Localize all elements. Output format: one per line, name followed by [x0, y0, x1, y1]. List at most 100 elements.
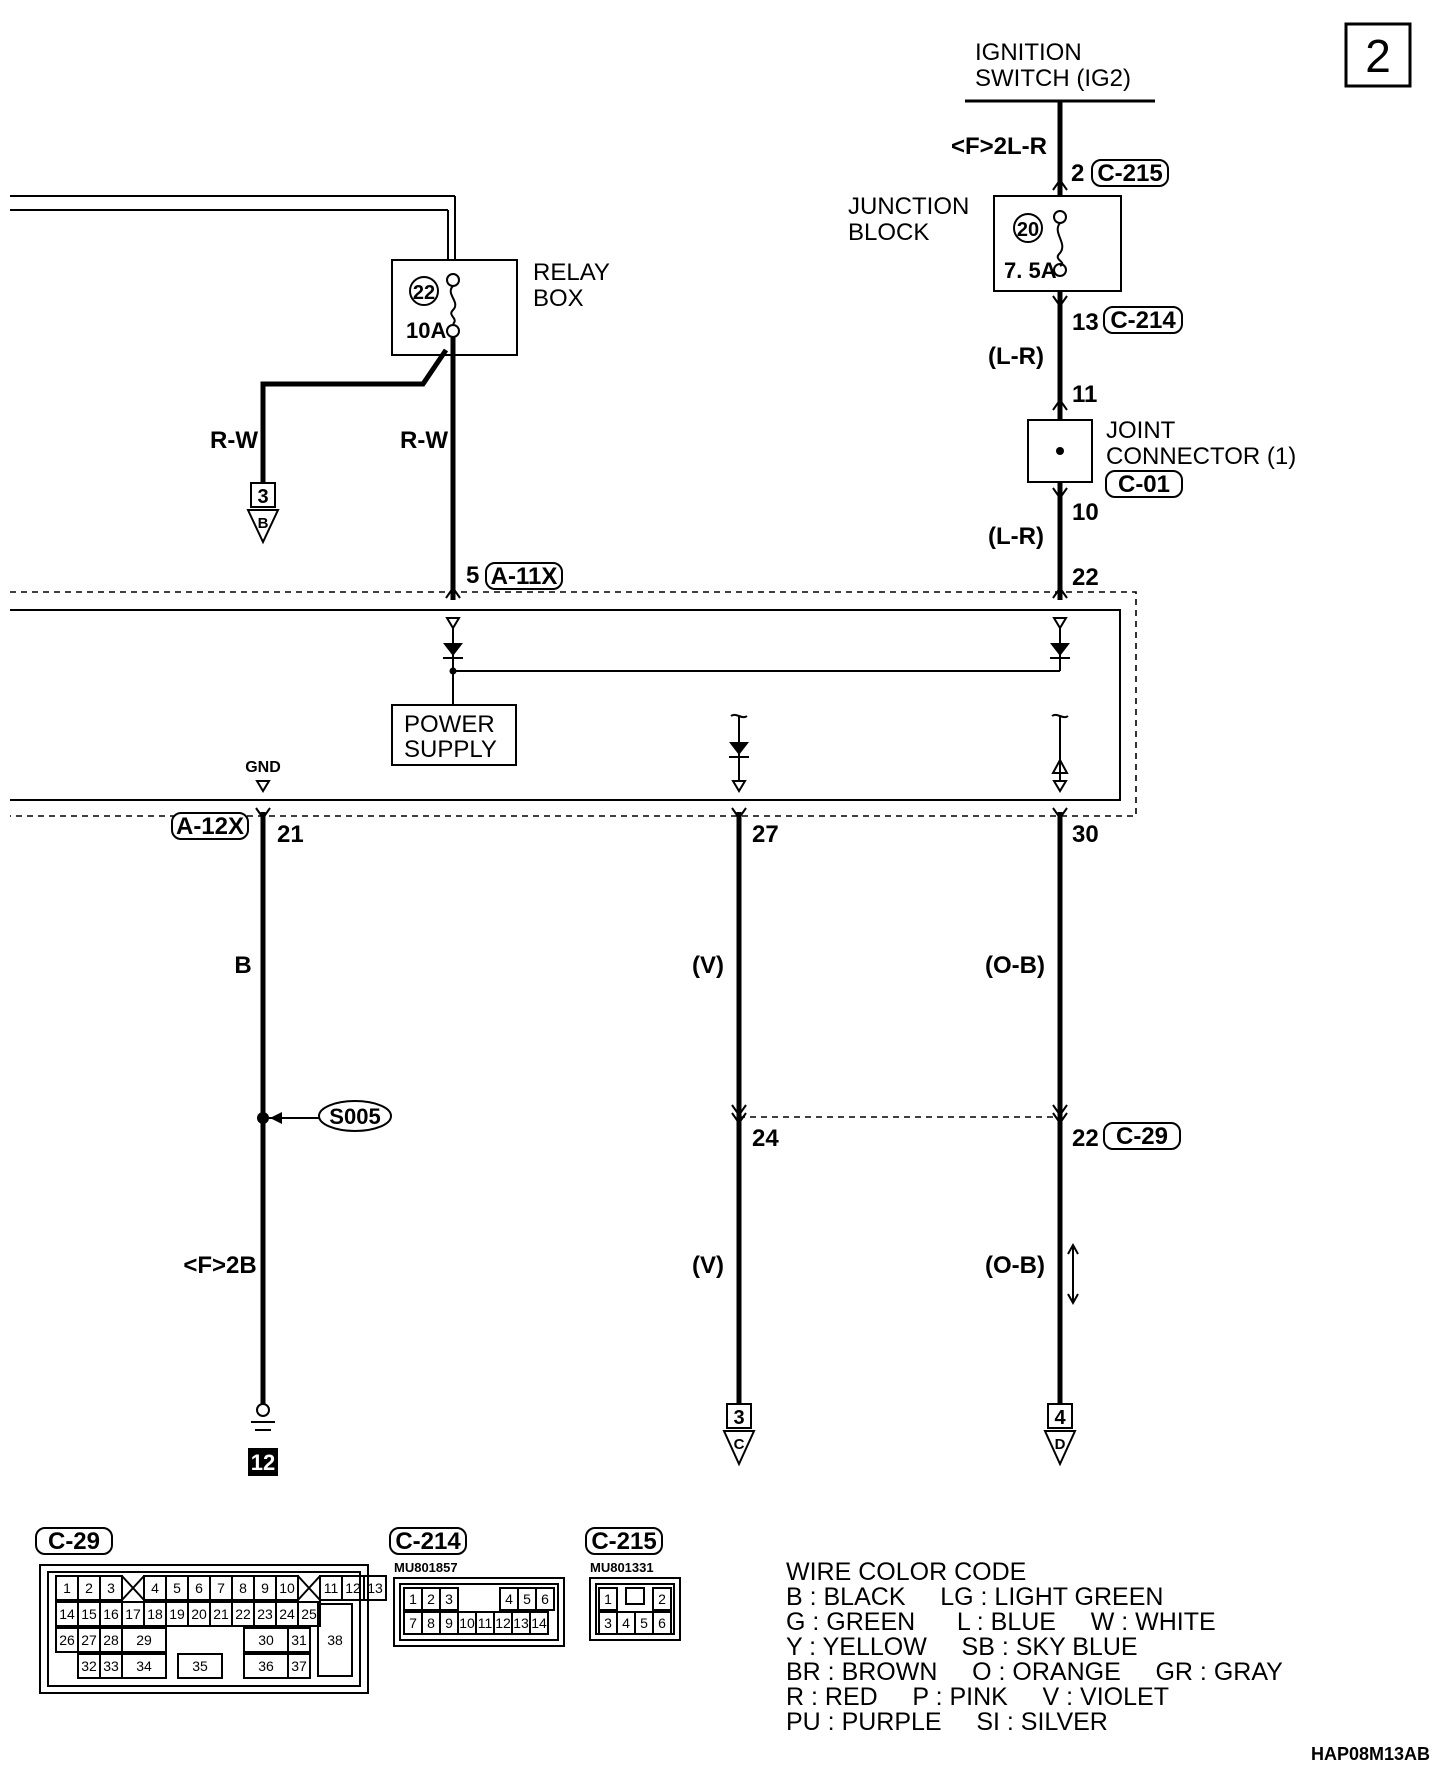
relay-fuse-element — [449, 285, 457, 325]
wire-label-ob-upper: (O-B) — [985, 952, 1045, 979]
pin-joint-out: 10 — [1072, 499, 1099, 526]
off-page-b-letter: B — [258, 515, 269, 532]
c29-pin-21-label: 21 — [213, 1606, 229, 1622]
connector-ref-a12x: A-12X — [176, 813, 244, 840]
off-page-b-number: 3 — [257, 486, 268, 508]
sheet-number: 2 — [1365, 30, 1391, 82]
diode-v — [729, 742, 749, 755]
connector-ref-c215: C-215 — [1097, 160, 1162, 187]
relay-fuse-number: 22 — [413, 282, 435, 304]
c29-pin-34-cell — [121, 1653, 167, 1679]
c29-pin-8-label: 8 — [239, 1580, 247, 1596]
wire-label-ob-lower: (O-B) — [985, 1252, 1045, 1279]
power-supply-label-2: SUPPLY — [404, 736, 497, 763]
wire-label-relay-left: R-W — [210, 427, 258, 454]
c29-pin-38-cell — [317, 1603, 353, 1677]
c29-pin-16-label: 16 — [103, 1606, 119, 1622]
joint-connector-dot — [1056, 447, 1064, 455]
power-supply-box — [391, 704, 517, 766]
off-page-c-triangle — [722, 1430, 756, 1467]
ecu-dashed-outline — [10, 591, 1137, 817]
c29-pin-6-label: 6 — [195, 1580, 203, 1596]
jb-fuse-element — [1056, 222, 1064, 267]
jb-fuse-terminal-bottom — [1053, 263, 1067, 277]
wire-label-v-upper: (V) — [692, 952, 724, 979]
joint-connector-code: C-01 — [1118, 471, 1170, 498]
c215-pin-5-label: 5 — [640, 1615, 648, 1631]
c214-pin-2-label: 2 — [427, 1591, 435, 1607]
c29-pin-4-label: 4 — [151, 1580, 159, 1596]
c29-pin-14-label: 14 — [59, 1606, 75, 1622]
c214-pin-5-label: 5 — [523, 1591, 531, 1607]
pin-ob: 30 — [1072, 821, 1099, 848]
junction-block-label: JUNCTION — [848, 193, 969, 220]
c215-pin-3-label: 3 — [604, 1615, 612, 1631]
wire-relay-to-b — [260, 348, 449, 483]
off-page-d-box — [1047, 1403, 1073, 1429]
c29-pin-31-cell — [287, 1627, 311, 1653]
c29-blank-cavity — [121, 1575, 145, 1601]
c29-blank-cavity — [297, 1575, 321, 1601]
wire-label-jb-joint: (L-R) — [988, 343, 1044, 370]
c214-pin-3-label: 3 — [445, 1591, 453, 1607]
c29-pin-9-label: 9 — [261, 1580, 269, 1596]
ignition-switch-label: IGNITION — [975, 39, 1082, 66]
c29-face-label-box — [35, 1527, 113, 1555]
c214-face-inner — [399, 1583, 559, 1641]
c29-pin-12-label: 12 — [345, 1580, 361, 1596]
splice-arrowhead — [270, 1112, 282, 1124]
legend-line-3: Y : YELLOW SB : SKY BLUE — [786, 1633, 1138, 1661]
c214-pin-14-cell — [529, 1611, 549, 1635]
splice-dot — [257, 1112, 269, 1124]
c29-pin-10-cell — [275, 1575, 299, 1601]
connector-arrow-c29-ob-b — [1052, 1112, 1068, 1125]
connector-ref-c214-box — [1103, 306, 1183, 334]
c214-pin-10-label: 10 — [459, 1615, 475, 1631]
ob-input-triangle — [1051, 757, 1069, 774]
bidirectional-arrow-bottom — [1067, 1293, 1079, 1306]
c29-pin-7-label: 7 — [217, 1580, 225, 1596]
ecu-bus-junction — [449, 667, 457, 675]
c29-pin-18-label: 18 — [147, 1606, 163, 1622]
c215-face-part: MU801331 — [590, 1560, 654, 1575]
bidirectional-arrow-top — [1067, 1242, 1079, 1255]
c215-latch — [625, 1587, 645, 1605]
connector-arrow-ecu-22 — [1052, 586, 1068, 599]
pin-v: 27 — [752, 821, 779, 848]
connector-arrow-v — [731, 807, 747, 820]
power-supply-label: POWER — [404, 711, 495, 738]
legend-title: WIRE COLOR CODE — [786, 1558, 1026, 1586]
c214-pin-3-cell — [439, 1587, 459, 1611]
c215-pin-6-label: 6 — [658, 1615, 666, 1631]
connector-ref-a11x-box — [485, 562, 563, 590]
c29-pin-28-label: 28 — [103, 1632, 119, 1648]
c214-pin-6-cell — [535, 1587, 555, 1611]
joint-connector-label: JOINT — [1106, 417, 1176, 444]
off-page-d-number: 4 — [1054, 1407, 1066, 1429]
pin-c29-ob: 22 — [1072, 1125, 1099, 1152]
c29-pin-3-cell — [99, 1575, 123, 1601]
c29-pin-19-label: 19 — [169, 1606, 185, 1622]
joint-connector-label-2: CONNECTOR (1) — [1106, 443, 1296, 470]
junction-block-label-2: BLOCK — [848, 219, 929, 246]
wire-label-joint-ecu: (L-R) — [988, 523, 1044, 550]
wire-label-gnd-lower: <F>2B — [183, 1252, 256, 1279]
c215-pin-2-label: 2 — [658, 1591, 666, 1607]
c215-pin-1-label: 1 — [604, 1591, 612, 1607]
connector-arrow-c215 — [1052, 178, 1068, 191]
c29-pin-33-label: 33 — [103, 1658, 119, 1674]
c29-pin-29-label: 29 — [136, 1632, 152, 1648]
sheet-number-box — [1344, 22, 1412, 88]
pin-gnd: 21 — [277, 821, 304, 848]
c214-pin-8-label: 8 — [427, 1615, 435, 1631]
c29-pin-27-label: 27 — [81, 1632, 97, 1648]
c29-pin-25-cell — [297, 1601, 321, 1627]
c29-pin-32-label: 32 — [81, 1658, 97, 1674]
wire-label-v-lower: (V) — [692, 1252, 724, 1279]
c29-pin-1-label: 1 — [63, 1580, 71, 1596]
splice-ellipse — [318, 1100, 392, 1132]
ignition-switch-label-2: SWITCH (IG2) — [975, 65, 1131, 92]
c214-pin-6-label: 6 — [541, 1591, 549, 1607]
